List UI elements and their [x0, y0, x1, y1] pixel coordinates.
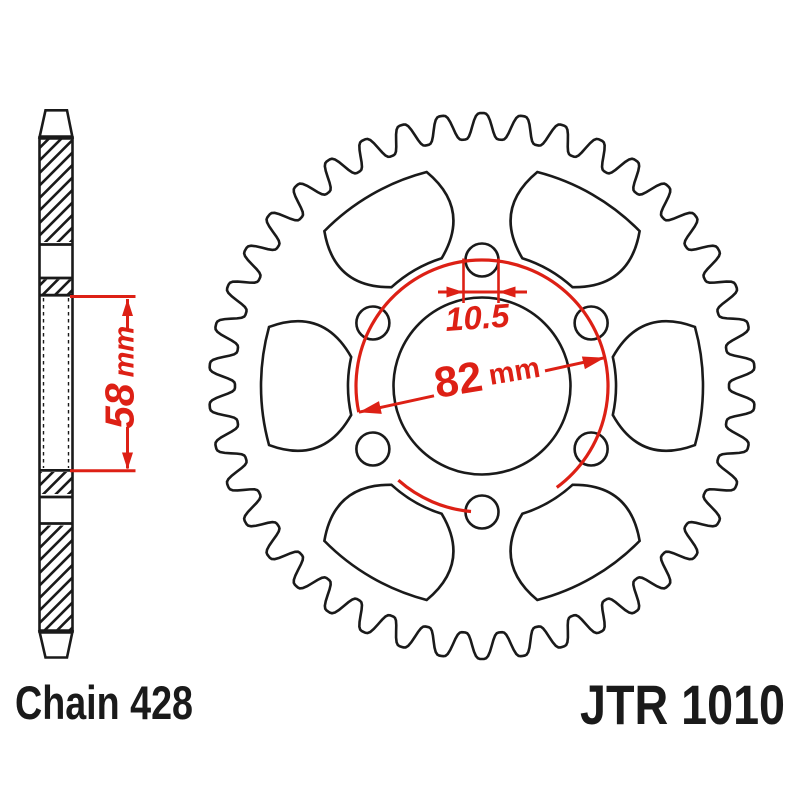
bolt-hole: [573, 305, 609, 341]
dimension-arrowhead: [498, 286, 516, 298]
center-bore: [392, 296, 572, 476]
hatch-hub-bottom: [40, 472, 72, 494]
dim-58-value: 58: [97, 383, 143, 429]
dim-82-unit: mm: [486, 352, 542, 392]
side-tooth-top: [37, 109, 75, 139]
dimension-arrowhead: [122, 299, 133, 316]
part-number-label: JTR 1010: [580, 673, 785, 736]
hatch-outer-top: [40, 139, 72, 242]
hatch-outer-bottom: [40, 525, 72, 630]
bolt-hole: [355, 431, 391, 467]
lightening-slots: [259, 170, 705, 602]
side-section-view: [37, 109, 75, 659]
dimension-arrowhead: [446, 286, 464, 298]
side-tooth-bottom: [37, 630, 75, 659]
bolt-hole: [355, 305, 391, 341]
dimension-arrowhead: [122, 452, 133, 470]
bolt-circle-arc-bottom: [397, 479, 472, 514]
lightening-slot: [259, 319, 353, 453]
chain-size-label: Chain 428: [15, 676, 193, 729]
lightening-slot: [322, 483, 455, 602]
lightening-slot: [322, 170, 455, 289]
dimension-arrowhead: [358, 401, 382, 414]
dim-82-label: 82mm: [431, 343, 544, 408]
lightening-slot: [509, 170, 642, 289]
dim-58-label: 58 mm: [97, 326, 143, 429]
dim-58-unit: mm: [109, 326, 141, 378]
sprocket-teeth-outline: [208, 111, 756, 661]
dimension-annotations: 58mm 10.5 82mm: [70, 258, 610, 514]
bolt-circle-arc-main: [354, 258, 610, 489]
dimension-arrowhead: [581, 356, 605, 370]
bolt-hole: [573, 431, 609, 467]
dimension-arrowheads: [122, 286, 605, 470]
lightening-slot: [509, 483, 642, 602]
lightening-slot: [611, 319, 705, 453]
hatch-hub-top: [40, 279, 72, 295]
dim-82-value: 82: [431, 353, 486, 408]
dim-105-label: 10.5: [444, 297, 511, 338]
